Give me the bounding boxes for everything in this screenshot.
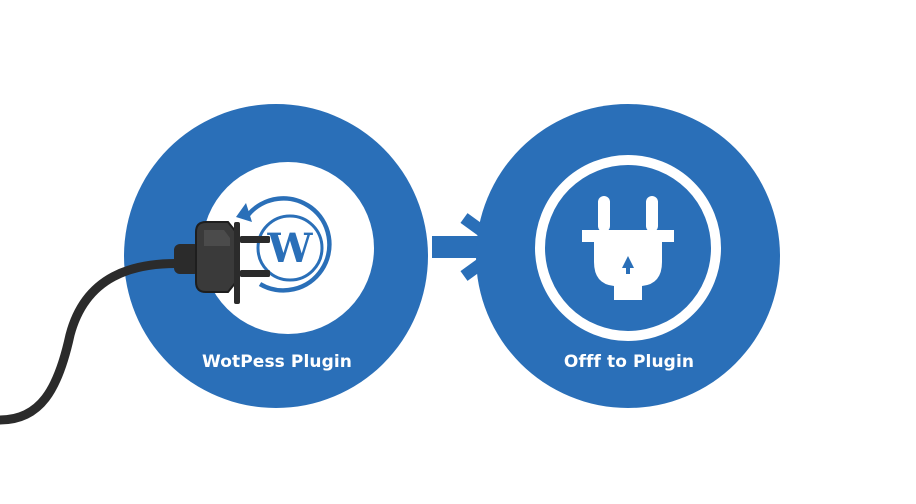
plug-prong-top	[240, 236, 270, 243]
power-cable	[0, 258, 197, 425]
node-wordpress-plugin: W	[0, 104, 428, 425]
node-ring-right	[535, 155, 721, 341]
logo-ring	[256, 214, 324, 282]
node-label-wordpress-plugin: WotPess Plugin	[202, 352, 352, 372]
node-off-to-plugin	[476, 104, 780, 408]
plug-prong-bottom	[240, 270, 270, 277]
node-label-off-to-plugin: Offf to Plugin	[563, 352, 695, 372]
plug-highlight	[204, 230, 230, 246]
plug-emblem	[622, 256, 634, 274]
refresh-arc	[246, 196, 332, 293]
plug-face	[234, 222, 240, 304]
wordpress-refresh-icon: W	[236, 196, 332, 293]
refresh-arrowhead	[236, 203, 252, 222]
plug-pin-right	[646, 196, 658, 232]
plug-strain-relief	[174, 244, 200, 274]
logo-letter: W	[267, 225, 314, 272]
plug-head-icon	[174, 221, 270, 304]
arrow-shaft	[432, 236, 480, 258]
power-plug-icon	[582, 196, 674, 300]
plug-pin-left	[598, 196, 610, 232]
